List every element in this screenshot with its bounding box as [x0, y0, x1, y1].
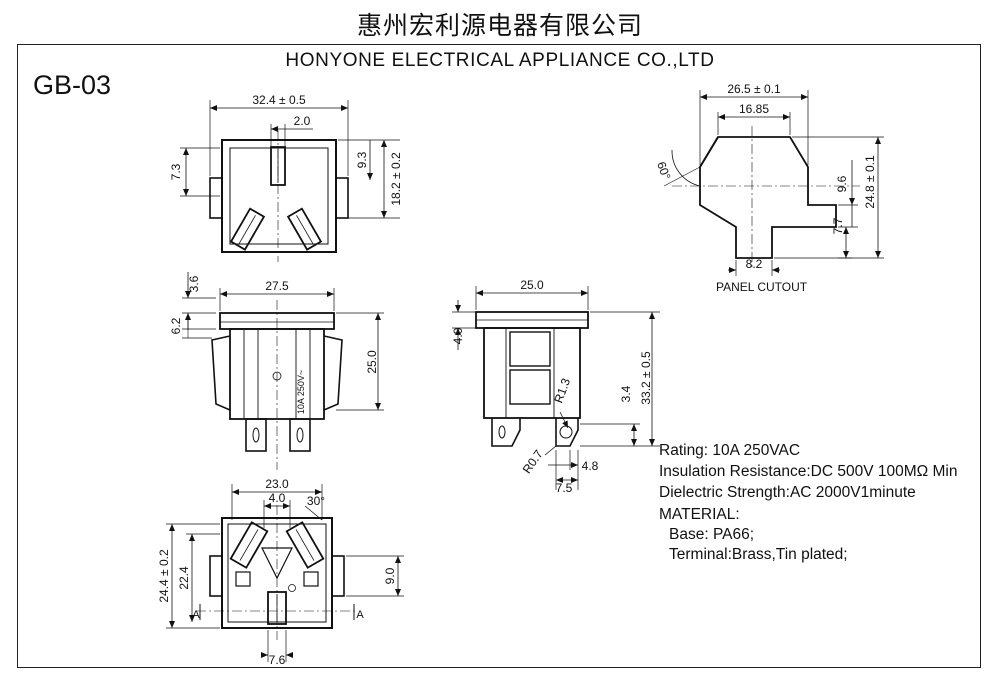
bottom-dim-inner: 22.4: [177, 566, 191, 590]
profile-dim-a: 4.8: [582, 459, 599, 473]
spec-rating: Rating: 10A 250VAC: [659, 442, 801, 459]
bottom-dim-width: 23.0: [265, 477, 289, 491]
model-number: GB-03: [33, 70, 112, 100]
cutout-dim-neck: 8.2: [746, 257, 763, 271]
cutout-dim-height: 24.8 ± 0.1: [863, 155, 877, 209]
profile-dim-b: 7.5: [556, 481, 573, 495]
spec-base: Base: PA66;: [669, 526, 755, 543]
cutout-dim-inner-width: 16.85: [739, 102, 769, 116]
side-marking: 10A 250V~: [296, 370, 306, 414]
spec-dielectric: Dielectric Strength:AC 2000V1minute: [659, 484, 916, 501]
side-dim-flange: 6.2: [169, 317, 183, 334]
bottom-dim-pin: 4.0: [269, 491, 286, 505]
side-dim-width: 27.5: [265, 279, 289, 293]
bottom-angle: 30°: [307, 494, 325, 508]
cutout-dim-lower: 7.7: [831, 217, 845, 234]
front-dim-height: 18.2 ± 0.2: [389, 152, 403, 206]
side-dim-top-offset: 3.6: [187, 275, 201, 292]
profile-dim-pin: 3.4: [619, 385, 633, 402]
cutout-dim-width: 26.5 ± 0.1: [727, 82, 781, 96]
front-view: [180, 100, 400, 262]
spec-insulation: Insulation Resistance:DC 500V 100MΩ Min: [659, 463, 958, 480]
drawing-frame: [17, 44, 981, 668]
bottom-view: [166, 484, 404, 662]
profile-dim-total: 33.2 ± 0.5: [639, 351, 653, 405]
side-view: [182, 272, 384, 470]
bottom-dim-bottom: 7.6: [269, 653, 286, 667]
front-dim-pin: 2.0: [294, 114, 311, 128]
front-dim-left: 7.3: [169, 163, 183, 180]
front-dim-width: 32.4 ± 0.5: [252, 93, 306, 107]
bottom-dim-right: 9.0: [383, 567, 397, 584]
profile-radius-big: R1.3: [551, 376, 573, 405]
front-dim-right: 9.3: [355, 151, 369, 168]
profile-radius-small: R0.7: [520, 447, 546, 476]
section-mark-right: A: [356, 609, 364, 621]
company-name-chinese: 惠州宏利源电器有限公司: [356, 11, 643, 40]
cutout-angle: 60°: [654, 160, 673, 182]
profile-view: [452, 286, 660, 490]
bottom-dim-outer: 24.4 ± 0.2: [157, 549, 171, 603]
profile-dim-top: 4.0: [451, 327, 465, 344]
side-dim-height: 25.0: [365, 350, 379, 374]
panel-cutout-caption: PANEL CUTOUT: [716, 280, 808, 294]
profile-dim-width: 25.0: [520, 278, 544, 292]
cutout-dim-mid: 9.6: [835, 175, 849, 192]
spec-material-heading: MATERIAL:: [659, 506, 740, 523]
company-name-english: HONYONE ELECTRICAL APPLIANCE CO.,LTD: [285, 50, 715, 71]
panel-cutout: [663, 90, 884, 276]
section-mark-left: A: [192, 609, 200, 621]
spec-terminal: Terminal:Brass,Tin plated;: [669, 546, 848, 563]
